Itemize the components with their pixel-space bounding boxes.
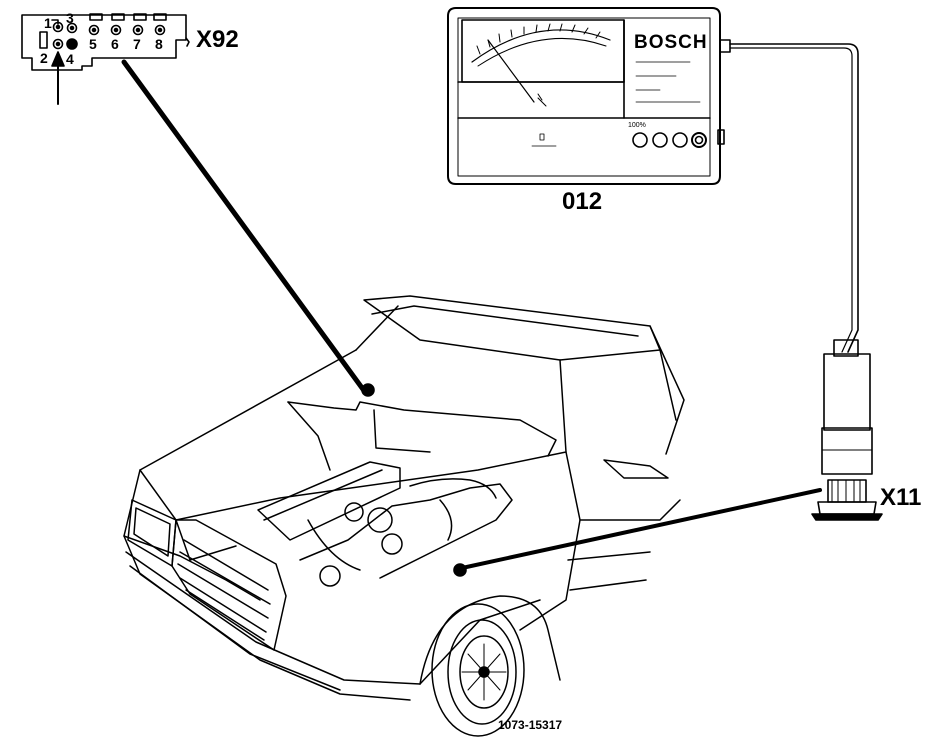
x11-connection-point bbox=[453, 563, 467, 577]
pin-3-label: 3 bbox=[66, 10, 74, 26]
x11-lead-line bbox=[460, 488, 822, 570]
x92-arrow bbox=[51, 51, 65, 105]
pin-5-label: 5 bbox=[89, 36, 97, 52]
connector-label-x92: X92 bbox=[196, 26, 239, 53]
pin-7-label: 7 bbox=[133, 36, 141, 52]
pin-6-label: 6 bbox=[111, 36, 119, 52]
tester-label-012: 012 bbox=[562, 188, 603, 215]
tester-012 bbox=[447, 7, 731, 185]
x92-lead-line bbox=[121, 59, 368, 395]
socket-label-x11: X11 bbox=[880, 484, 922, 511]
pin-8-label: 8 bbox=[155, 36, 163, 52]
pin-2-label: 2 bbox=[40, 50, 48, 66]
x92-connection-point bbox=[361, 383, 375, 397]
car-outline bbox=[123, 295, 685, 737]
pin-4-label: 4 bbox=[66, 51, 74, 67]
figure-number: 1073-15317 bbox=[498, 718, 563, 732]
meter-button-label: 100% bbox=[628, 122, 646, 129]
pin-1-label: 1 bbox=[44, 15, 52, 31]
meter-brand: BOSCH bbox=[634, 32, 708, 53]
probe-x11 bbox=[811, 339, 883, 521]
x92-connector bbox=[21, 13, 190, 71]
tester-cable bbox=[729, 43, 859, 353]
